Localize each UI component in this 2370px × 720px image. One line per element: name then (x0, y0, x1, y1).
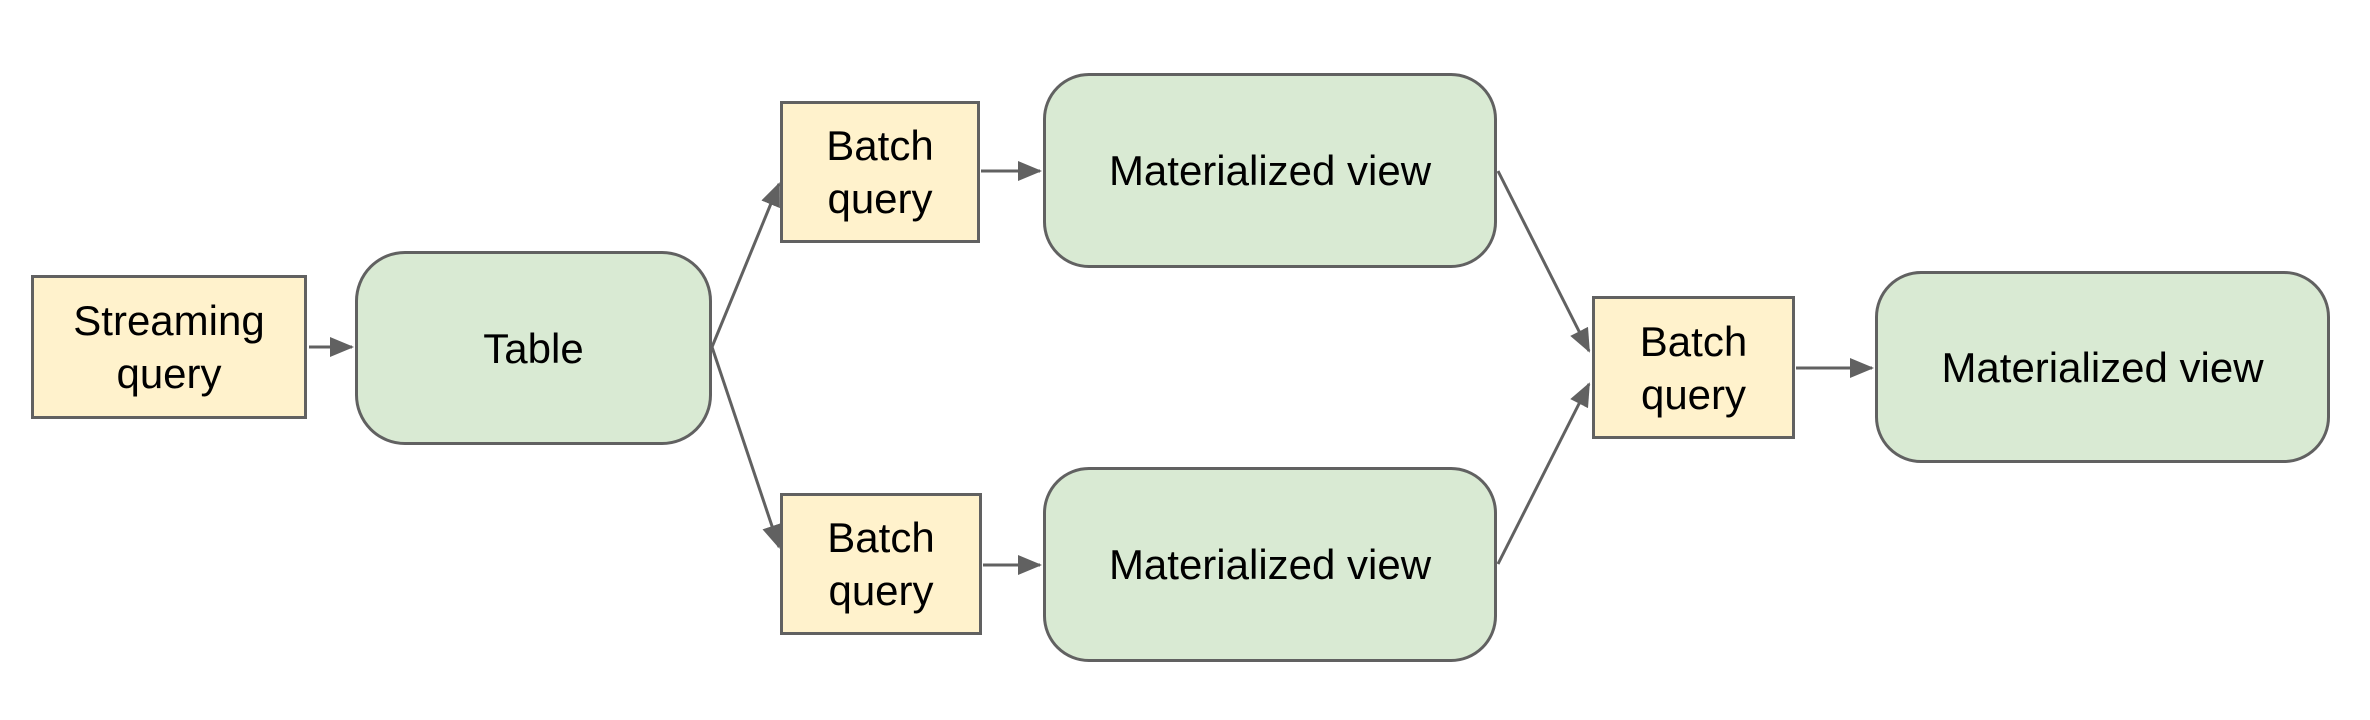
edge-table-to-batch-query-bottom (710, 346, 782, 549)
batch-query-top-node: Batch query (780, 101, 980, 243)
edge-table-to-batch-query-top (710, 182, 781, 348)
edge-materialized-view-top-to-batch-query-right (1496, 170, 1591, 353)
materialized-view-bottom-label: Materialized view (1108, 541, 1432, 588)
materialized-view-bottom-node: Materialized view (1043, 467, 1497, 662)
edge-materialized-view-bottom-to-batch-query-right (1496, 382, 1591, 565)
batch-query-top-label: Batch query (826, 122, 934, 222)
batch-query-right-node: Batch query (1592, 296, 1795, 439)
materialized-view-right-label: Materialized view (1941, 343, 2264, 391)
table-label: Table (483, 324, 584, 372)
batch-query-bottom-label: Batch query (827, 514, 935, 614)
streaming-query-label: Streaming query (73, 297, 265, 397)
materialized-view-right-node: Materialized view (1875, 271, 2330, 463)
batch-query-right-label: Batch query (1639, 317, 1748, 418)
table-node: Table (355, 251, 712, 445)
materialized-view-top-label: Materialized view (1108, 147, 1432, 194)
materialized-view-top-node: Materialized view (1043, 73, 1497, 268)
batch-query-bottom-node: Batch query (780, 493, 982, 635)
streaming-query-node: Streaming query (31, 275, 307, 419)
